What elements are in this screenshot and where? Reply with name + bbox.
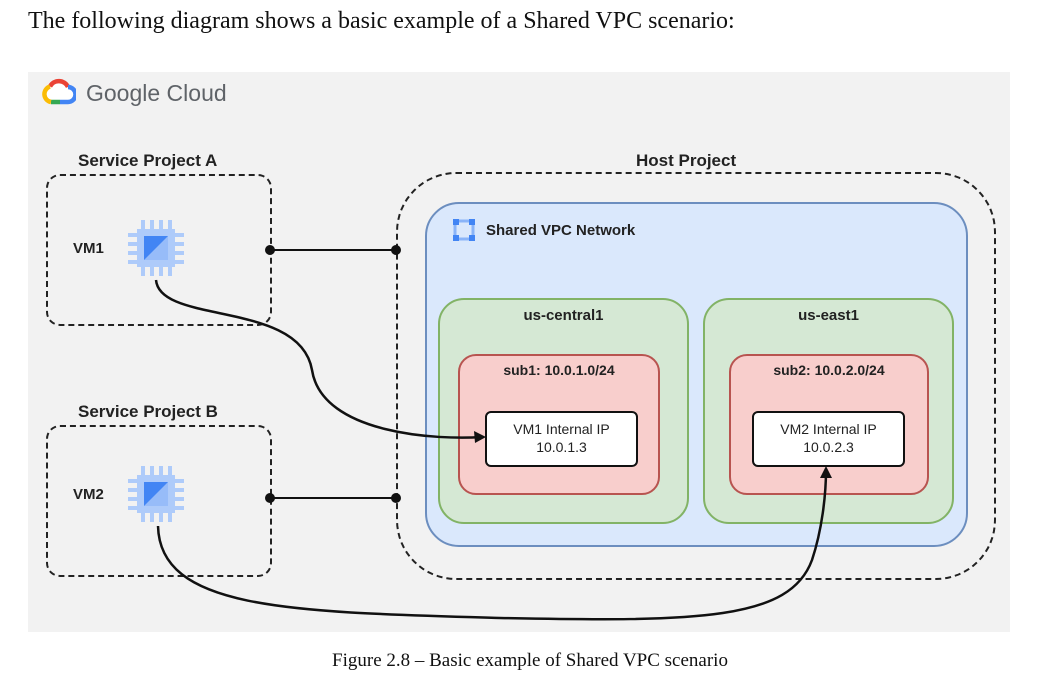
vm2-compute-engine-icon	[128, 466, 184, 522]
figure-caption: Figure 2.8 – Basic example of Shared VPC…	[332, 650, 728, 671]
project-a-link-dot	[265, 245, 275, 255]
vm1-internal-ip-value: 10.0.1.3	[536, 439, 587, 455]
region-us-east1-label: us-east1	[798, 307, 859, 324]
subnet-sub1-label: sub1: 10.0.1.0/24	[503, 362, 615, 378]
vm2-internal-ip-title: VM2 Internal IP	[780, 421, 877, 437]
vm1-internal-ip-box: VM1 Internal IP 10.0.1.3	[485, 411, 638, 467]
service-project-a-label: Service Project A	[78, 151, 218, 170]
vm2-wire-arrowhead	[820, 466, 832, 478]
vm1-label: VM1	[73, 240, 104, 257]
region-us-central1-label: us-central1	[523, 307, 604, 324]
host-link-dot-a	[391, 245, 401, 255]
vm2-internal-ip-box: VM2 Internal IP 10.0.2.3	[752, 411, 905, 467]
intro-text: The following diagram shows a basic exam…	[28, 8, 735, 34]
host-project-label: Host Project	[636, 151, 737, 170]
subnet-sub2-label: sub2: 10.0.2.0/24	[773, 362, 885, 378]
vm2-internal-ip-value: 10.0.2.3	[803, 439, 854, 455]
google-cloud-logo-icon	[42, 78, 76, 105]
google-cloud-wordmark: Google Cloud	[86, 80, 227, 106]
host-project-box	[396, 172, 996, 580]
vm1-internal-ip-title: VM1 Internal IP	[513, 421, 610, 437]
vm1-wire-arrowhead	[474, 431, 486, 443]
shared-vpc-network-label: Shared VPC Network	[486, 222, 636, 239]
vm2-label: VM2	[73, 486, 104, 503]
host-link-dot-b	[391, 493, 401, 503]
vm2-to-internal-ip-wire	[156, 469, 828, 621]
vm1-to-internal-ip-wire	[154, 279, 483, 439]
service-project-b-label: Service Project B	[78, 402, 218, 421]
vm1-compute-engine-icon	[128, 220, 184, 276]
project-b-link-dot	[265, 493, 275, 503]
vpc-network-icon	[453, 219, 475, 241]
